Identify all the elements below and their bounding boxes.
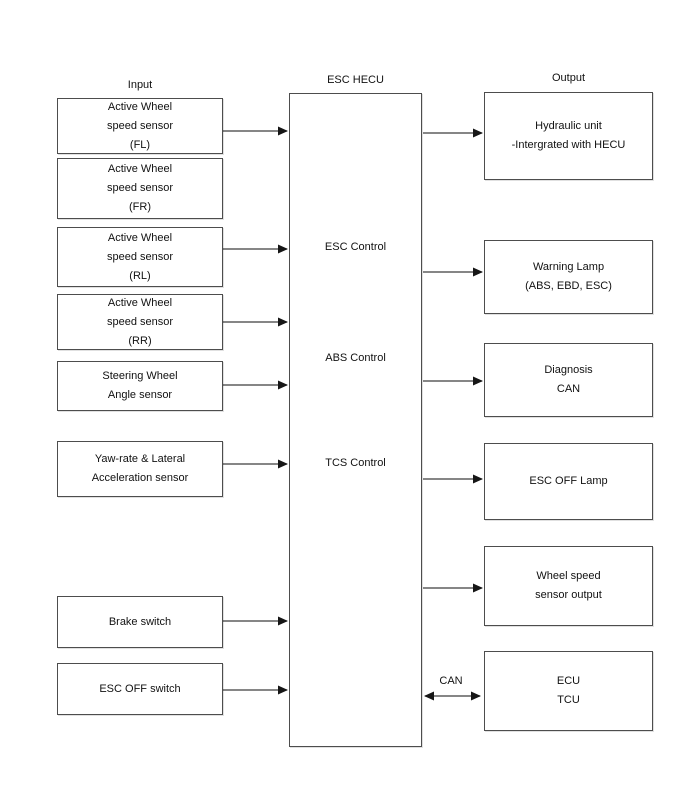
box-text-line: speed sensor [106, 250, 174, 263]
box-text-line: speed sensor [106, 119, 174, 132]
hecu-function-esc-control: ESC Control [324, 241, 387, 253]
box-text-line: CAN [556, 383, 581, 395]
input-box-wheel-speed-sensor-rr: Active Wheel speed sensor (RR) [57, 294, 223, 350]
box-text-line: (FL) [129, 138, 151, 151]
box-text-line: Steering Wheel [102, 370, 178, 382]
hecu-function-abs-control: ABS Control [325, 352, 386, 364]
box-text-line: Diagnosis [544, 364, 593, 376]
box-text-line: (RR) [128, 334, 152, 347]
box-text-line: Wheel speed [536, 570, 601, 582]
hecu-function-tcs-control: TCS Control [325, 457, 386, 469]
box-text-line: Active Wheel [107, 231, 173, 244]
esc-hecu-box: ESC Control ABS Control TCS Control [289, 93, 422, 747]
input-column-label: Input [127, 79, 153, 91]
input-box-wheel-speed-sensor-rl: Active Wheel speed sensor (RL) [57, 227, 223, 287]
box-text-line: ESC OFF switch [99, 682, 181, 695]
output-box-esc-off-lamp: ESC OFF Lamp [484, 443, 653, 520]
box-text-line: Active Wheel [107, 296, 173, 309]
box-text-line: ECU [556, 675, 581, 687]
box-text-line: Yaw-rate & Lateral [94, 453, 186, 465]
box-text-line: Warning Lamp [532, 261, 605, 273]
box-text-line: Active Wheel [107, 163, 173, 175]
input-box-esc-off-switch: ESC OFF switch [57, 663, 223, 715]
esc-hecu-label: ESC HECU [327, 74, 384, 86]
box-text-line: (ABS, EBD, ESC) [525, 280, 612, 292]
input-box-wheel-speed-sensor-fl: Active Wheel speed sensor (FL) [57, 98, 223, 154]
can-bus-label: CAN [439, 675, 463, 687]
output-box-wheel-speed-sensor-output: Wheel speed sensor output [484, 546, 653, 626]
box-text-line: speed sensor [106, 315, 174, 328]
output-box-ecu-tcu: ECU TCU [484, 651, 653, 731]
box-text-line: TCU [557, 694, 580, 706]
box-text-line: -Intergrated with HECU [511, 139, 626, 151]
box-text-line: Active Wheel [107, 100, 173, 113]
box-text-line: (RL) [129, 269, 151, 282]
box-text-line: (FR) [129, 201, 151, 213]
output-box-hydraulic-unit: Hydraulic unit -Intergrated with HECU [484, 92, 653, 180]
box-text-line: sensor output [535, 589, 602, 601]
box-text-line: Angle sensor [107, 389, 173, 401]
box-text-line: Hydraulic unit [535, 120, 602, 132]
output-box-warning-lamp: Warning Lamp (ABS, EBD, ESC) [484, 240, 653, 314]
output-box-diagnosis-can: Diagnosis CAN [484, 343, 653, 417]
input-box-steering-wheel-angle-sensor: Steering Wheel Angle sensor [57, 361, 223, 411]
box-text-line: Brake switch [108, 615, 172, 628]
input-box-brake-switch: Brake switch [57, 596, 223, 648]
output-column-label: Output [551, 72, 586, 84]
box-text-line: speed sensor [106, 182, 174, 194]
box-text-line: ESC OFF Lamp [529, 475, 608, 487]
box-text-line: Acceleration sensor [91, 472, 189, 484]
input-box-yaw-rate-lateral-acceleration-sensor: Yaw-rate & Lateral Acceleration sensor [57, 441, 223, 497]
input-box-wheel-speed-sensor-fr: Active Wheel speed sensor (FR) [57, 158, 223, 219]
